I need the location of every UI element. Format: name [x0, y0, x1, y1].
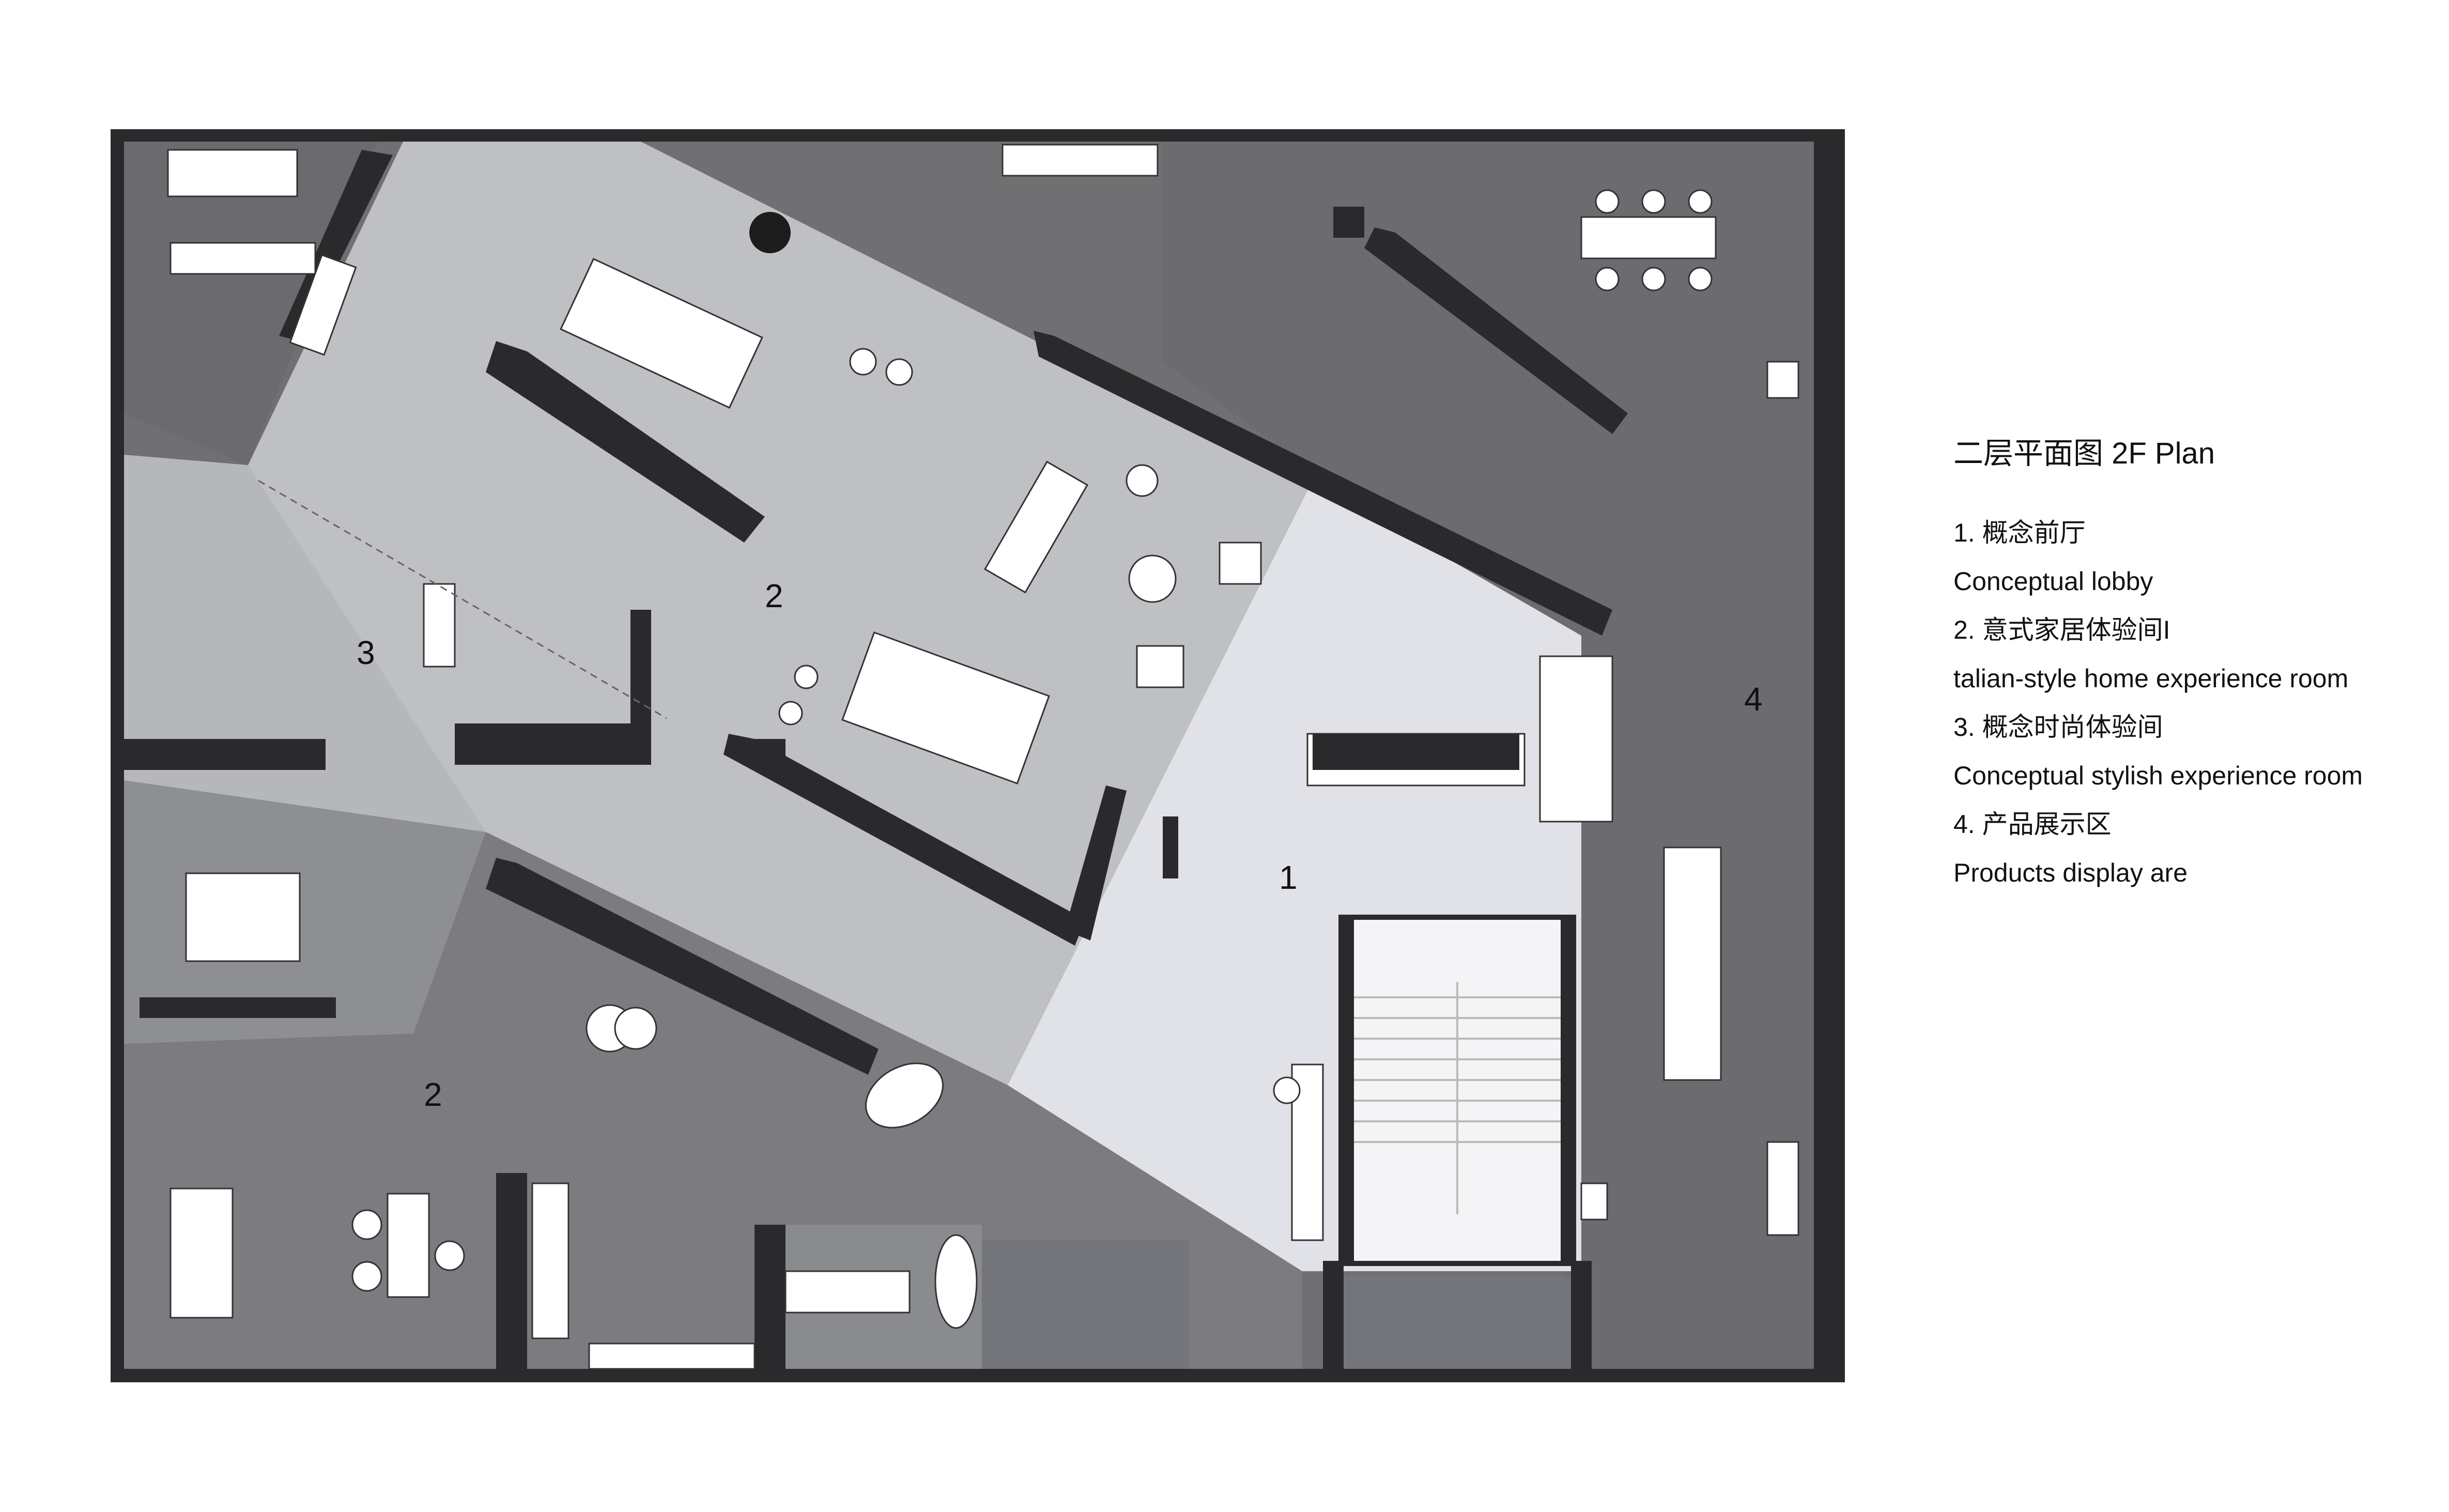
- zone-label-4: 4: [1744, 681, 1763, 718]
- legend-title: 二层平面图 2F Plan: [1953, 437, 2215, 470]
- legend-item-3-zh: 3. 概念时尚体验间: [1953, 713, 2163, 742]
- column: [749, 212, 791, 253]
- zone-2-lower-left: [124, 780, 486, 1044]
- diagonal-walls: [279, 150, 1628, 1075]
- zone-label-3: 3: [357, 634, 375, 671]
- furniture-dark: [140, 207, 1519, 1018]
- legend-item-1-zh: 1. 概念前厅: [1953, 518, 2086, 547]
- zone-label-1: 1: [1279, 859, 1298, 896]
- zone-label-2-lower: 2: [424, 1076, 442, 1113]
- wc-room-1: [982, 1240, 1189, 1369]
- zone-2-upper-floor: [124, 142, 1313, 1085]
- round-furniture: [351, 189, 1713, 1329]
- legend-item-4-zh: 4. 产品展示区: [1953, 810, 2112, 839]
- legend-item-1-en: Conceptual lobby: [1953, 567, 2153, 596]
- plan-legend: 二层平面图 2F Plan 1. 概念前厅 Conceptual lobby 2…: [1953, 429, 2419, 897]
- lower-partitions: [124, 610, 1592, 1369]
- wc-room-2: [1344, 1276, 1571, 1369]
- zone-4-floor: [1163, 142, 1814, 1369]
- furniture: [167, 144, 1799, 1370]
- legend-item-2-en: talian-style home experience room: [1953, 664, 2349, 693]
- legend-item-3-en: Conceptual stylish experience room: [1953, 761, 2363, 790]
- dashed-guide: [258, 480, 667, 719]
- legend-item-2-zh: 2. 意式家居体验间I: [1953, 615, 2170, 644]
- stair-treads: [1354, 982, 1561, 1214]
- upper-left-room: [124, 142, 377, 465]
- zone-label-2-upper: 2: [765, 577, 783, 614]
- zone-3-floor: [124, 455, 486, 832]
- legend-item-4-en: Products display are: [1953, 858, 2188, 887]
